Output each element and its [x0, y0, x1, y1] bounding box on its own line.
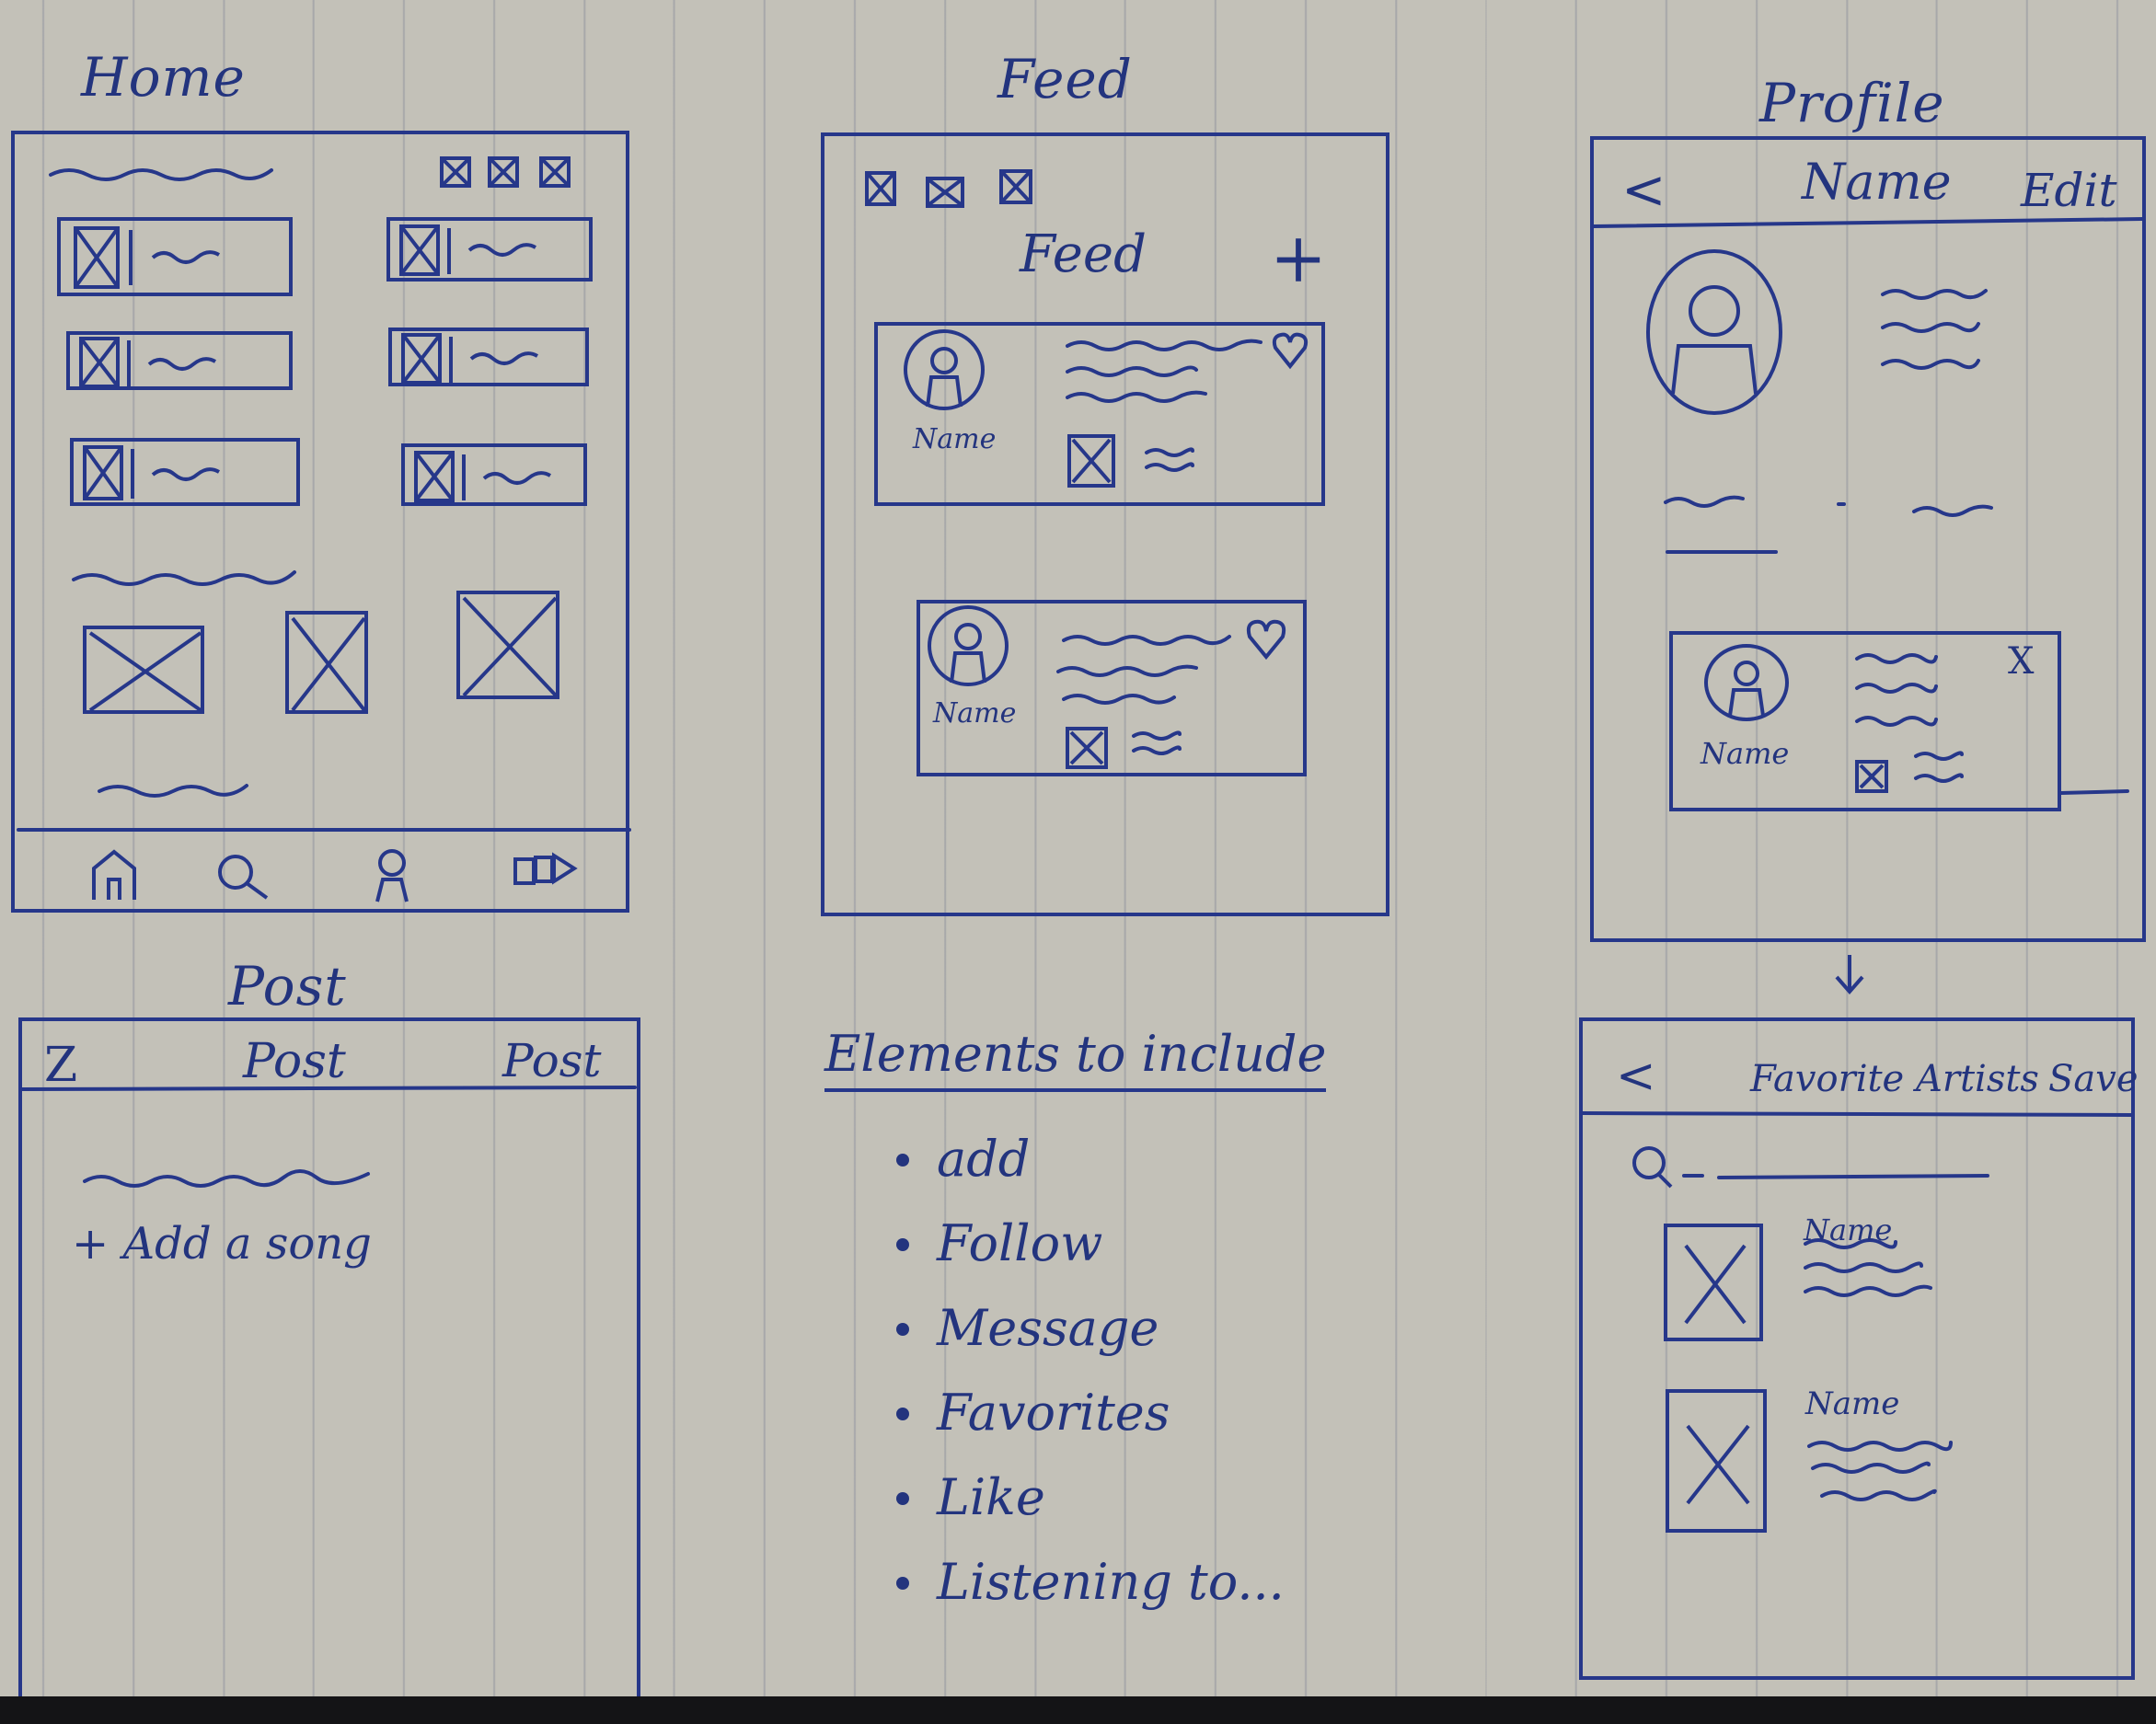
album-art[interactable]	[456, 591, 559, 699]
home-tile[interactable]	[70, 438, 300, 506]
feed-post-card[interactable]	[917, 600, 1307, 776]
search-icon[interactable]	[213, 850, 272, 902]
listening-card[interactable]	[1669, 631, 2061, 811]
home-title: Home	[81, 46, 246, 109]
list-item: Follow	[896, 1201, 1285, 1286]
feed-post-card[interactable]	[874, 322, 1325, 506]
list-item: Message	[896, 1286, 1285, 1371]
heart-icon[interactable]	[1246, 618, 1286, 661]
add-song-button[interactable]: + Add a song	[72, 1218, 372, 1270]
home-tile[interactable]	[388, 328, 589, 386]
notification-icon[interactable]	[440, 156, 471, 188]
home-tile[interactable]	[401, 443, 587, 506]
avatar	[1704, 644, 1789, 721]
back-button[interactable]: Z	[44, 1038, 78, 1093]
feed-header: Feed	[1020, 224, 1147, 284]
artist-image[interactable]	[1666, 1389, 1767, 1533]
profile-icon[interactable]	[372, 846, 412, 903]
message-icon[interactable]	[926, 177, 964, 208]
home-tile[interactable]	[66, 331, 293, 390]
post-header: Post	[243, 1034, 346, 1089]
list-item: Listening to...	[896, 1540, 1285, 1625]
notification-icon[interactable]	[865, 171, 896, 206]
profile-avatar[interactable]	[1643, 245, 1785, 420]
artist-image[interactable]	[1664, 1224, 1763, 1341]
list-item: Favorites	[896, 1371, 1285, 1455]
song-thumbnail[interactable]	[1067, 434, 1115, 488]
avatar	[904, 329, 985, 410]
avatar	[928, 605, 1009, 686]
album-art[interactable]	[285, 611, 368, 714]
song-thumbnail[interactable]	[1066, 727, 1108, 769]
home-icon[interactable]	[88, 848, 140, 902]
profile-header-name: Name	[1802, 153, 1952, 211]
favorite-artists-header: Favorite Artists	[1750, 1058, 2039, 1100]
post-author-name: Name	[933, 697, 1017, 730]
photo-edge-shadow	[0, 1696, 2156, 1724]
add-post-button[interactable]: +	[1270, 219, 1328, 298]
back-button[interactable]: <	[1616, 1049, 1656, 1104]
elements-list: add Follow Message Favorites Like Listen…	[896, 1117, 1285, 1625]
profile-title: Profile	[1759, 72, 1945, 134]
list-item: add	[896, 1117, 1285, 1201]
card-name: Name	[1701, 736, 1790, 771]
arrow-down-icon	[1835, 955, 1864, 995]
post-title: Post	[228, 955, 347, 1017]
home-tile[interactable]	[57, 217, 293, 296]
submit-post-button[interactable]: Post	[502, 1034, 602, 1087]
list-item: Like	[896, 1455, 1285, 1540]
message-icon[interactable]	[488, 156, 519, 188]
artist-name: Name	[1805, 1385, 1900, 1422]
heart-icon[interactable]	[1272, 331, 1309, 370]
back-button[interactable]: <	[1621, 158, 1666, 221]
save-button[interactable]: Save	[2048, 1058, 2139, 1100]
favorite-artists-screen	[1579, 1017, 2135, 1680]
feed-title: Feed	[997, 48, 1133, 110]
settings-icon[interactable]	[999, 169, 1032, 204]
home-tile[interactable]	[386, 217, 593, 282]
music-icon[interactable]	[512, 850, 578, 891]
profile-screen	[1590, 136, 2146, 942]
edit-button[interactable]: Edit	[2021, 164, 2117, 217]
feed-screen	[821, 132, 1389, 916]
elements-heading: Elements to include	[824, 1025, 1327, 1092]
close-icon[interactable]: X	[2008, 640, 2035, 683]
settings-icon[interactable]	[539, 156, 571, 188]
album-art[interactable]	[83, 626, 204, 714]
song-thumbnail[interactable]	[1855, 760, 1888, 793]
post-author-name: Name	[913, 423, 997, 455]
home-screen	[11, 131, 629, 913]
search-icon[interactable]	[1629, 1143, 1675, 1190]
artist-name: Name	[1804, 1213, 1893, 1247]
